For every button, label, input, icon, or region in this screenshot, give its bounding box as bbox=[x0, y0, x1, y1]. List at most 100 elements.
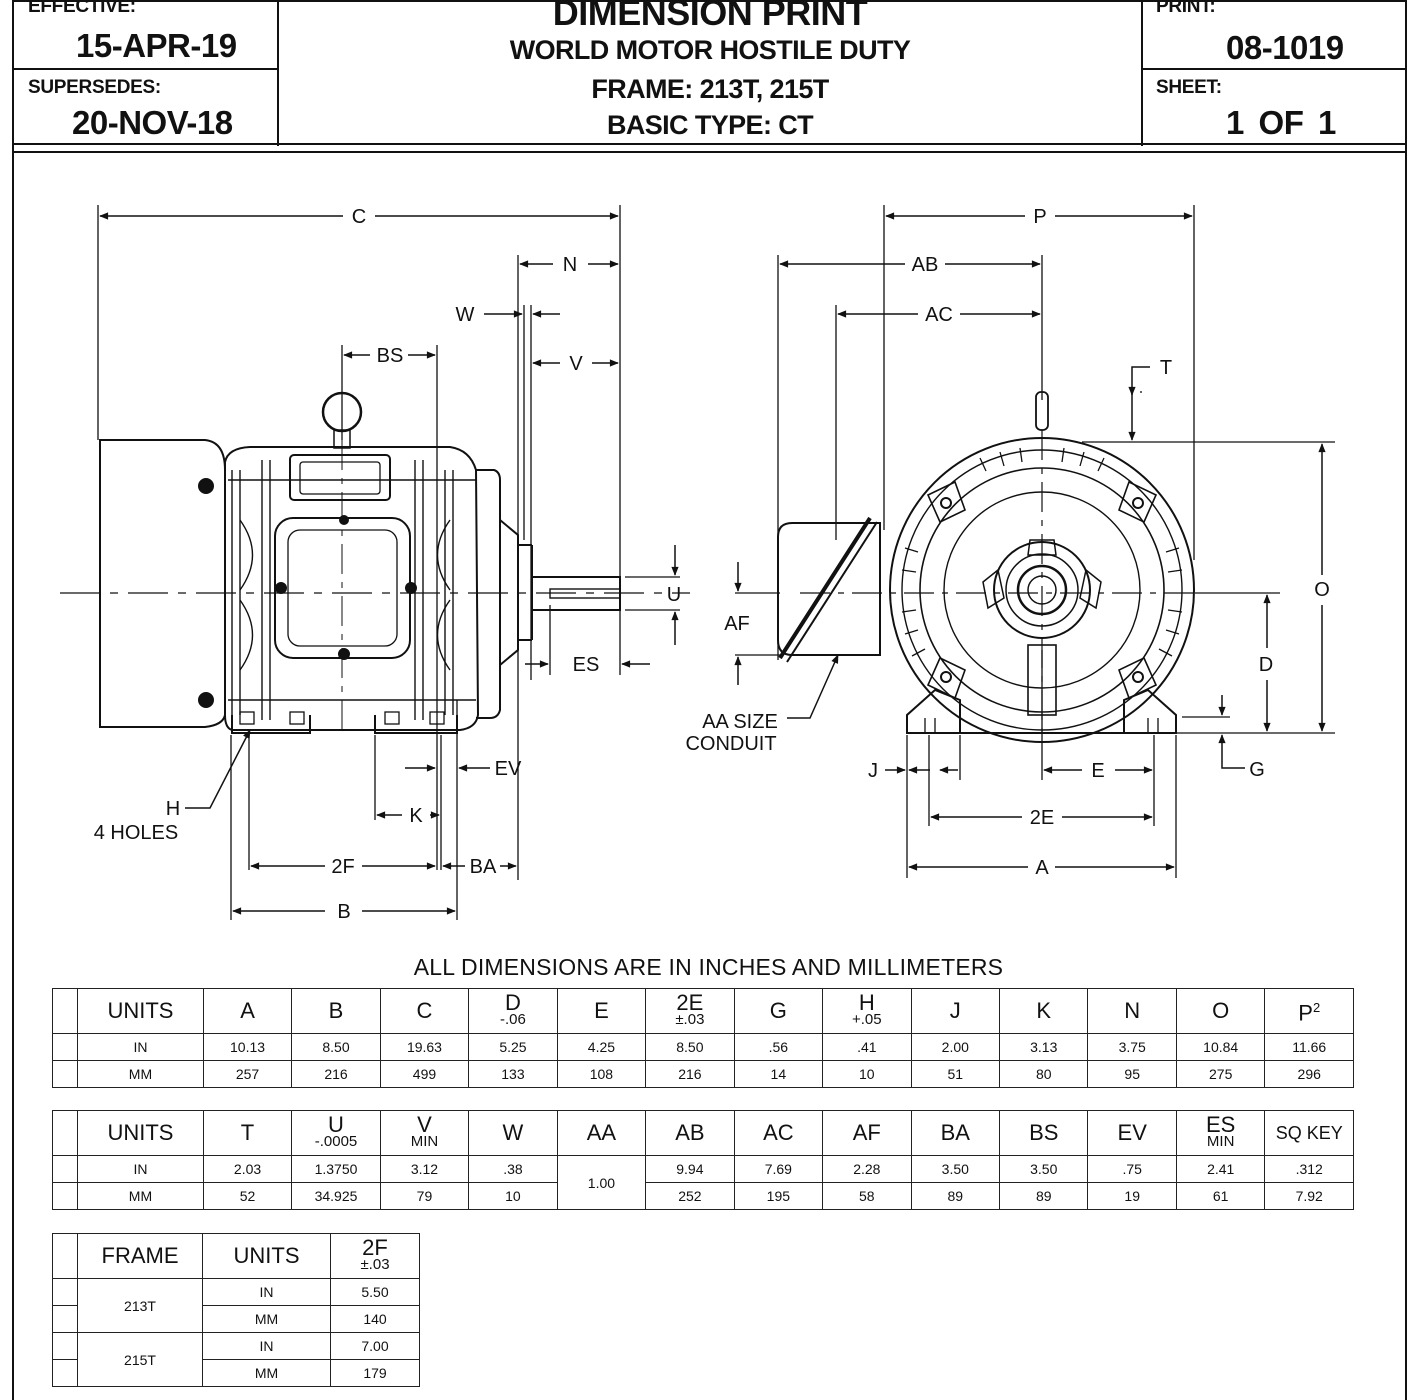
table-cell: 10 bbox=[468, 1182, 558, 1210]
table-row: MM 52 34.925 79 10 252 195 58 89 89 19 6… bbox=[51, 1182, 1354, 1210]
col-header: E bbox=[594, 998, 609, 1023]
supersedes-date: 20-NOV-18 bbox=[72, 104, 233, 141]
col-header: BA bbox=[940, 1120, 970, 1145]
table-cell: 79 bbox=[379, 1182, 470, 1210]
col-header: N bbox=[1124, 998, 1141, 1023]
col-header-tolerance: -.0005 bbox=[314, 1133, 358, 1150]
frame-cell: 215T bbox=[77, 1332, 203, 1387]
table-cell: 4.25 bbox=[556, 1033, 647, 1061]
table-row: MM 140 bbox=[52, 1305, 420, 1333]
table-cell: 2.41 bbox=[1175, 1155, 1266, 1183]
table-cell: MM bbox=[77, 1060, 204, 1088]
col-header-tolerance: MIN bbox=[1206, 1133, 1235, 1150]
table-cell: .38 bbox=[468, 1155, 558, 1183]
table-cell: 296 bbox=[1264, 1060, 1354, 1088]
header-left-divider bbox=[12, 68, 277, 70]
table-cell: 108 bbox=[556, 1060, 647, 1088]
table-cell: 19 bbox=[1087, 1182, 1177, 1210]
dim-label-ev: EV bbox=[495, 758, 522, 780]
table-cell: 3.13 bbox=[999, 1033, 1089, 1061]
dim-label-ac: AC bbox=[925, 304, 953, 326]
table-cell: 252 bbox=[645, 1182, 735, 1210]
col-header: UNITS bbox=[107, 1120, 174, 1145]
table-cell: 1.00 bbox=[556, 1155, 647, 1210]
dim-label-holes: 4 HOLES bbox=[94, 822, 178, 844]
table-row: IN 10.13 8.50 19.63 5.25 4.25 8.50 .56 .… bbox=[51, 1033, 1354, 1061]
effective-label: EFFECTIVE: bbox=[28, 0, 136, 17]
dim-label-2e: 2E bbox=[1030, 807, 1054, 829]
page-title: DIMENSION PRINT bbox=[552, 0, 868, 33]
col-header: T bbox=[240, 1120, 255, 1145]
dim-label-d: D bbox=[1259, 654, 1273, 676]
dim-label-p: P bbox=[1033, 206, 1046, 228]
header-bottom-rule-2 bbox=[12, 151, 1407, 153]
dim-label-ab: AB bbox=[912, 254, 939, 276]
table-cell: 275 bbox=[1175, 1060, 1266, 1088]
table-cell: 89 bbox=[999, 1182, 1089, 1210]
header-top-rule bbox=[12, 0, 1407, 2]
table-cell: 3.50 bbox=[910, 1155, 1001, 1183]
table-cell: 216 bbox=[645, 1060, 735, 1088]
table-cell: 2.00 bbox=[910, 1033, 1001, 1061]
table-cell: 179 bbox=[330, 1359, 420, 1387]
col-header: V bbox=[417, 1112, 432, 1137]
table-cell: 2.28 bbox=[822, 1155, 912, 1183]
col-header: C bbox=[416, 998, 433, 1023]
cooling-fins bbox=[901, 447, 1183, 657]
frame-line: FRAME: 213T, 215T bbox=[591, 74, 829, 104]
table-cell: MM bbox=[77, 1182, 204, 1210]
dim-label-w: W bbox=[456, 304, 475, 326]
table-row: IN 2.03 1.3750 3.12 .38 1.00 9.94 7.69 2… bbox=[51, 1155, 1354, 1210]
table-cell: 80 bbox=[999, 1060, 1089, 1088]
dim-label-e: E bbox=[1091, 760, 1104, 782]
table-cell: 5.25 bbox=[468, 1033, 558, 1061]
col-header-tolerance: -.06 bbox=[500, 1011, 526, 1028]
effective-date: 15-APR-19 bbox=[76, 27, 237, 64]
col-header: EV bbox=[1117, 1120, 1147, 1145]
table-cell: 10.13 bbox=[202, 1033, 293, 1061]
table-cell: 5.50 bbox=[330, 1278, 420, 1306]
table-cell: 8.50 bbox=[645, 1033, 735, 1061]
table-cell: MM bbox=[202, 1359, 331, 1387]
table-cell: 195 bbox=[733, 1182, 824, 1210]
col-header: D bbox=[504, 990, 521, 1015]
header-right-vrule bbox=[1141, 0, 1143, 146]
col-header: BS bbox=[1029, 1120, 1059, 1145]
side-view bbox=[60, 205, 690, 920]
dim-label-b: B bbox=[337, 901, 350, 923]
motor-frame bbox=[224, 446, 480, 731]
table-cell: IN bbox=[202, 1278, 331, 1306]
table-cell: 11.66 bbox=[1264, 1033, 1354, 1061]
col-header-tolerance: ±.03 bbox=[675, 1011, 705, 1028]
end-dimension-lines bbox=[734, 212, 1326, 871]
table-cell: 52 bbox=[202, 1182, 293, 1210]
dimension-table-1: UNITS A B C D-.06 E 2E±.03 G H+.05 J K N… bbox=[51, 988, 1354, 1088]
dim-label-g: G bbox=[1249, 759, 1265, 781]
dim-label-n: N bbox=[563, 254, 577, 276]
table-cell: 89 bbox=[910, 1182, 1001, 1210]
end-view bbox=[734, 205, 1335, 878]
table-cell: 10 bbox=[822, 1060, 912, 1088]
dim-label-es: ES bbox=[573, 654, 600, 676]
col-header: FRAME bbox=[101, 1243, 179, 1268]
table-cell: .75 bbox=[1087, 1155, 1177, 1183]
frame-2f-table: FRAME UNITS 2F±.03 213T IN 5.50 MM 140 2… bbox=[52, 1233, 420, 1387]
page-subtitle: WORLD MOTOR HOSTILE DUTY bbox=[509, 35, 911, 65]
table-1-header: UNITS A B C D-.06 E 2E±.03 G H+.05 J K N… bbox=[51, 988, 1354, 1034]
col-header: B bbox=[328, 998, 344, 1023]
eyebolt bbox=[321, 391, 363, 433]
table-cell: 61 bbox=[1175, 1182, 1266, 1210]
drawing-border bbox=[12, 0, 1407, 1400]
col-header: G bbox=[769, 998, 787, 1023]
dim-label-a: A bbox=[1035, 857, 1049, 879]
table-cell: 95 bbox=[1087, 1060, 1177, 1088]
table-cell: 140 bbox=[330, 1305, 420, 1333]
frame-cell: 213T bbox=[77, 1278, 203, 1333]
basic-type-line: BASIC TYPE: CT bbox=[606, 110, 814, 140]
dim-label-aa-conduit: CONDUIT bbox=[685, 733, 776, 755]
dim-label-j: J bbox=[868, 760, 878, 782]
table-cell: 216 bbox=[291, 1060, 381, 1088]
col-header: P bbox=[1298, 1000, 1313, 1026]
dim-label-aa-size: AA SIZE bbox=[702, 711, 778, 733]
table-row: MM 179 bbox=[52, 1359, 420, 1387]
